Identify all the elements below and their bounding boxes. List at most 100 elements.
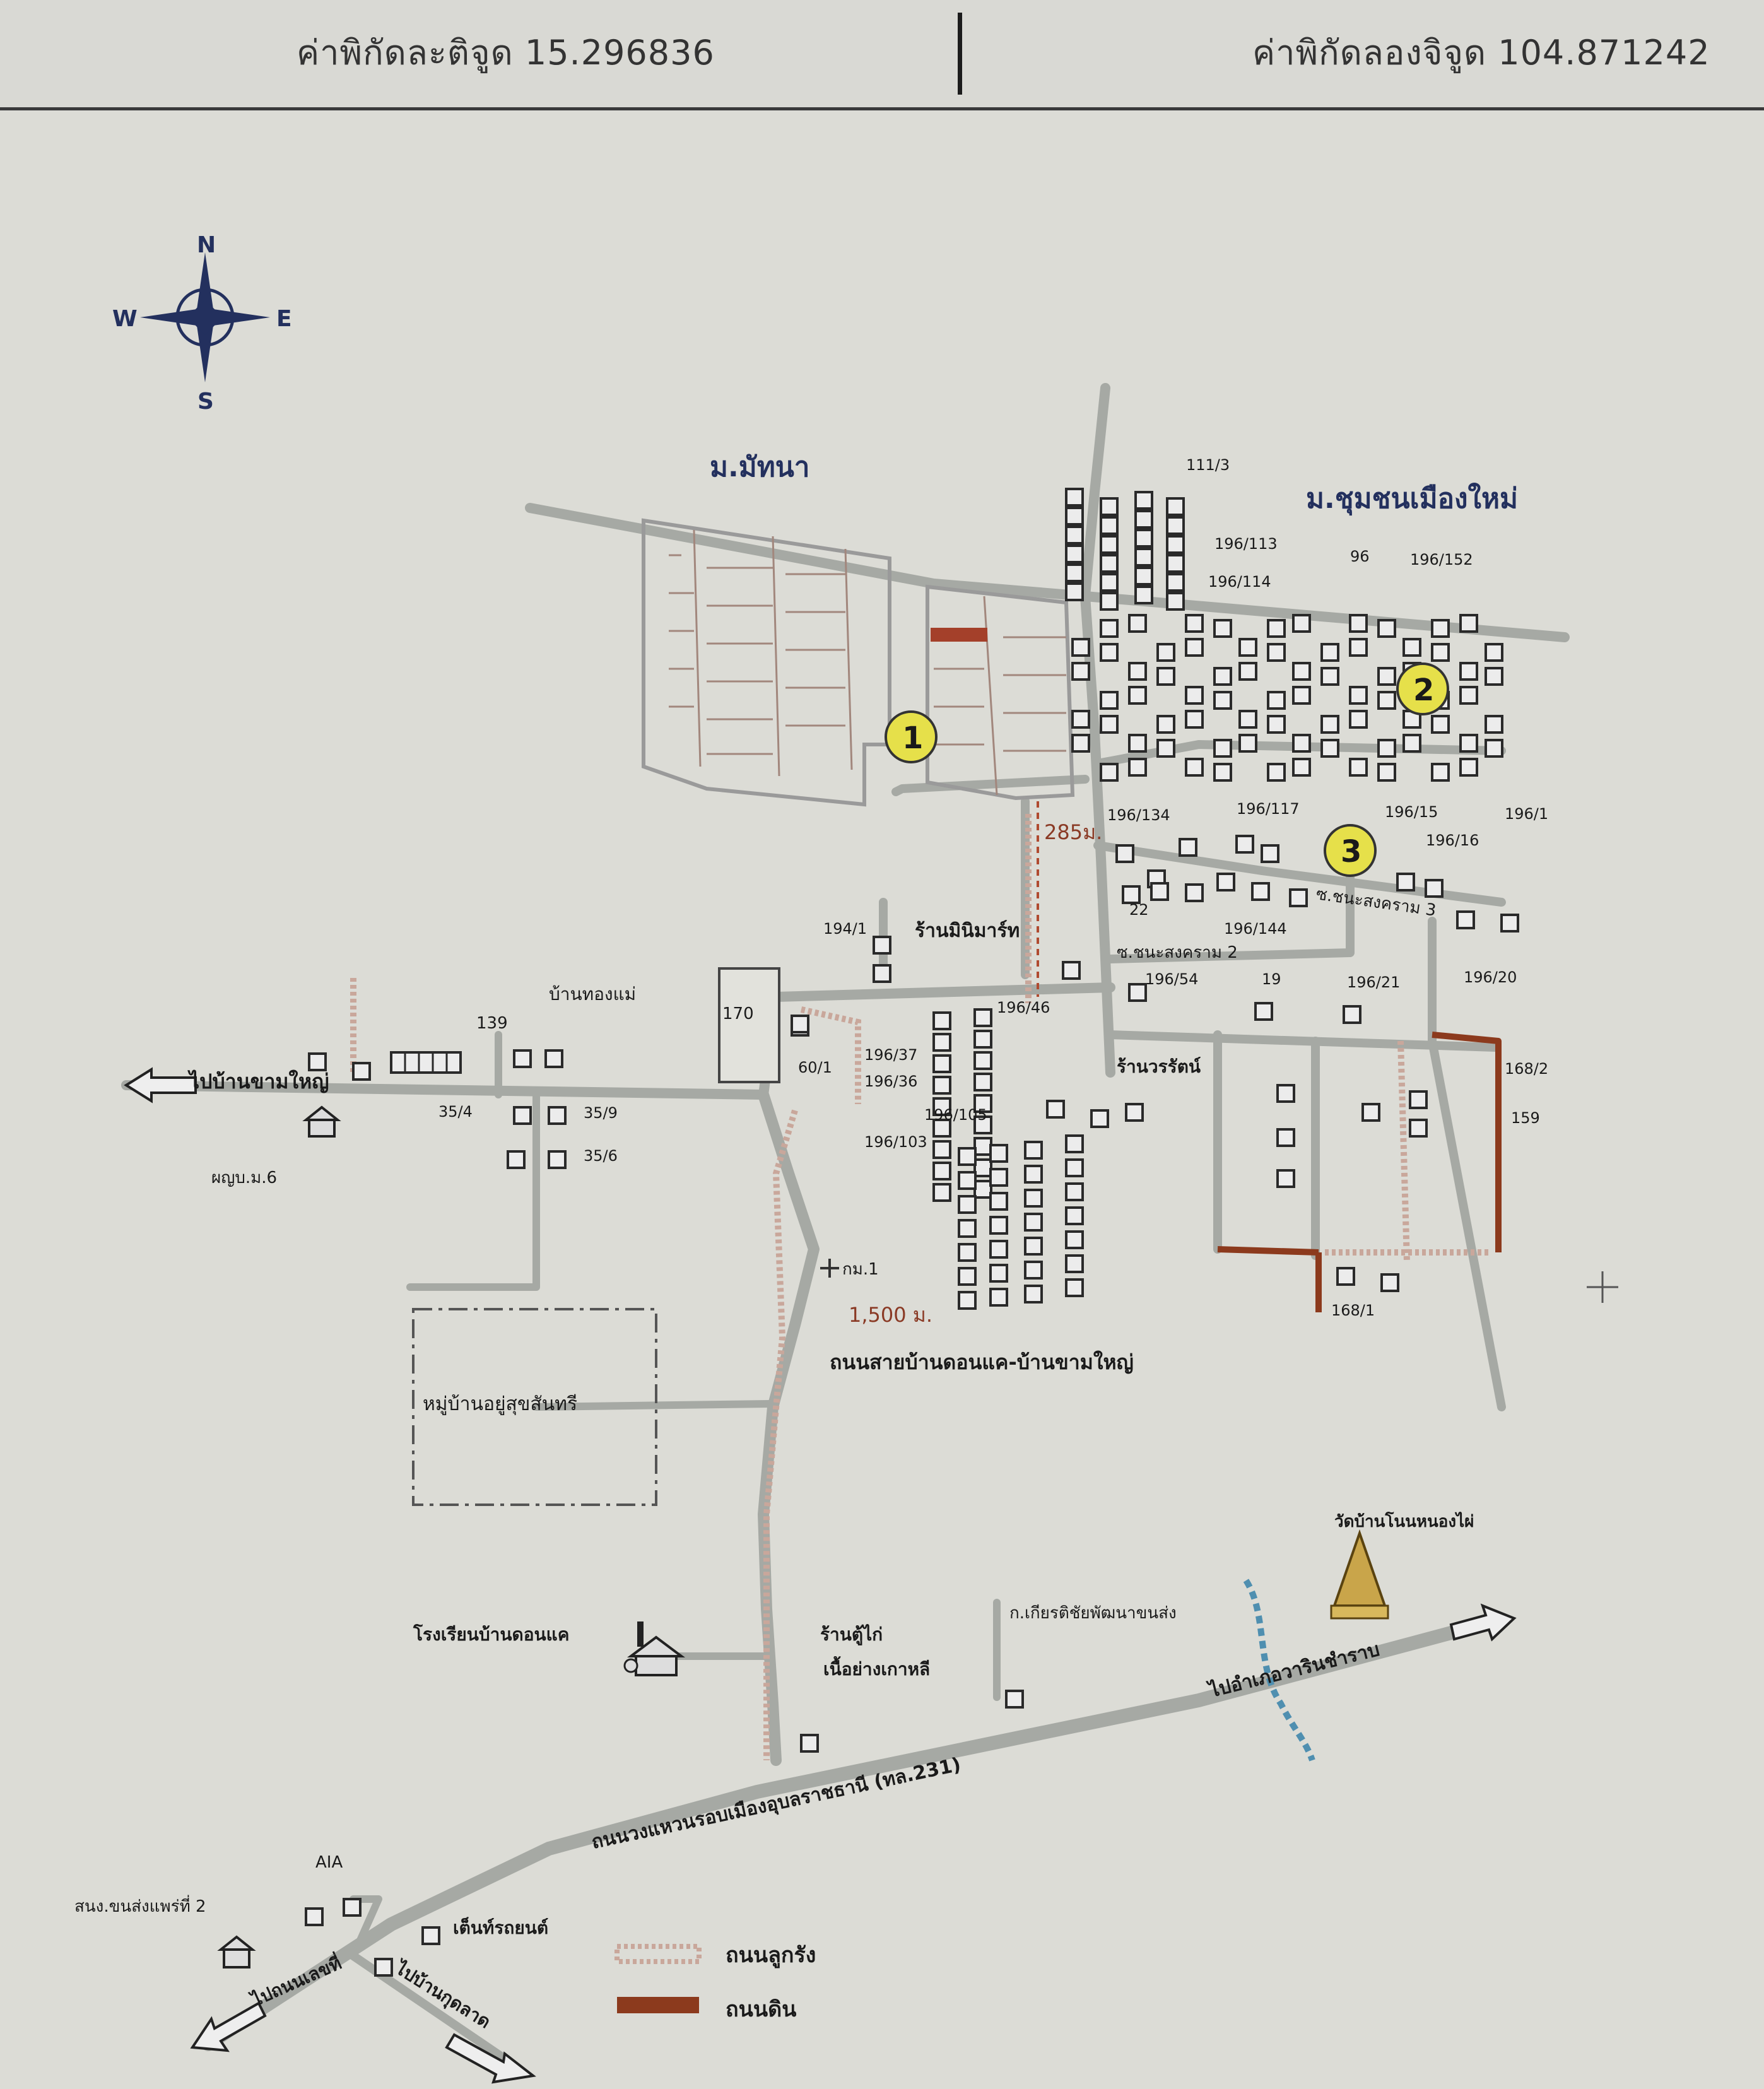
- house-icon: [1292, 686, 1311, 705]
- hn-196-37: 196/37: [864, 1046, 917, 1064]
- house-icon: [973, 1115, 992, 1134]
- house-icon: [1292, 662, 1311, 681]
- house-icon: [1380, 1273, 1399, 1292]
- house-icon: [1485, 715, 1503, 734]
- house-icon: [1065, 526, 1084, 544]
- hn-196-103: 196/103: [864, 1133, 927, 1151]
- house-icon: [1459, 662, 1478, 681]
- house-icon: [973, 1051, 992, 1070]
- house-icon: [958, 1267, 977, 1286]
- house-icon: [958, 1147, 977, 1166]
- plot-170: [718, 967, 780, 1083]
- house-icon: [513, 1106, 532, 1125]
- house-icon: [1150, 882, 1169, 901]
- house-icon: [1425, 879, 1444, 898]
- house-icon: [989, 1240, 1008, 1259]
- house-icon: [932, 1097, 951, 1116]
- house-icon: [1100, 535, 1119, 554]
- hn-196-46: 196/46: [997, 999, 1050, 1016]
- arrow-southeast-icon: [445, 2033, 536, 2084]
- health-center-icon: [302, 1105, 341, 1138]
- label-road-east: ไปอำเภอวารินชำราบ: [1205, 1638, 1382, 1703]
- legend: ถนนลูกรัง ถนนดิน: [614, 1943, 816, 2022]
- house-icon: [421, 1926, 440, 1945]
- house-icon: [305, 1907, 324, 1926]
- house-icon: [1166, 592, 1185, 611]
- house-icon: [1213, 691, 1232, 710]
- house-icon: [1024, 1141, 1043, 1160]
- house-icon: [1377, 739, 1396, 758]
- house-icon: [973, 1158, 992, 1177]
- house-icon: [1100, 619, 1119, 638]
- hn-196-36: 196/36: [864, 1073, 917, 1090]
- house-icon: [1024, 1165, 1043, 1184]
- house-icon: [1156, 715, 1175, 734]
- label-lane-1: ซ.ชนะสงคราม 2: [1117, 943, 1238, 962]
- hn-168-1: 168/1: [1331, 1302, 1375, 1319]
- house-icon: [1320, 715, 1339, 734]
- hn-196-152: 196/152: [1410, 551, 1473, 568]
- house-icon: [1485, 667, 1503, 686]
- house-icon: [1065, 563, 1084, 582]
- house-icon: [1267, 691, 1286, 710]
- legend-dirt-label: ถนนดิน: [726, 1997, 796, 2022]
- house-icon: [1122, 885, 1141, 904]
- hn-168-2: 168/2: [1505, 1060, 1548, 1078]
- house-icon: [1409, 1119, 1428, 1138]
- house-icon: [1128, 686, 1147, 705]
- house-icon: [1343, 1005, 1361, 1024]
- house-icon: [1065, 1278, 1084, 1297]
- house-icon: [1185, 686, 1204, 705]
- house-icon: [1213, 739, 1232, 758]
- house-icon: [1500, 914, 1519, 933]
- house-icon: [932, 1140, 951, 1159]
- house-icon: [1134, 586, 1153, 604]
- km1-marker-icon: [820, 1259, 839, 1278]
- house-icon: [1292, 614, 1311, 633]
- house-icon: [1005, 1690, 1024, 1709]
- compass-n: N: [197, 232, 216, 258]
- house-icon: [1185, 758, 1204, 777]
- house-icon: [1065, 1158, 1084, 1177]
- house-icon: [1156, 667, 1175, 686]
- label-farm-office: ก.เกียรติชัยพัฒนาขนส่ง: [1009, 1604, 1177, 1623]
- house-icon: [1485, 739, 1503, 758]
- house-icon: [973, 1094, 992, 1113]
- house-icon: [1377, 667, 1396, 686]
- hn-60-1: 60/1: [798, 1059, 832, 1076]
- house-icon: [548, 1150, 567, 1169]
- house-icon: [1100, 763, 1119, 782]
- hn-196-1x: 196/1: [1505, 805, 1548, 823]
- house-number-labels: 111/3 196/113 96 196/152 196/114 196/134…: [438, 456, 1548, 1319]
- marker-1: 1: [885, 710, 938, 763]
- house-icon: [1071, 638, 1090, 657]
- house-icon: [1459, 734, 1478, 753]
- house-icon: [1254, 1002, 1273, 1021]
- house-icon: [1267, 763, 1286, 782]
- house-icon: [1431, 715, 1450, 734]
- highlight-plot: [931, 628, 987, 642]
- house-icon: [1166, 554, 1185, 573]
- house-icon: [989, 1288, 1008, 1307]
- house-icon: [989, 1144, 1008, 1163]
- label-post-office: สนง.ขนส่งแพร่ที่ 2: [74, 1895, 206, 1916]
- house-icon: [1071, 734, 1090, 753]
- svg-text:3: 3: [1341, 834, 1361, 869]
- house-icon: [1349, 758, 1368, 777]
- house-icon: [1071, 662, 1090, 681]
- house-icon: [958, 1219, 977, 1238]
- post-office-icon: [217, 1935, 256, 1968]
- hn-35-4: 35/4: [438, 1103, 473, 1121]
- house-icon: [958, 1291, 977, 1310]
- house-icon: [1409, 1090, 1428, 1109]
- house-icon: [1349, 710, 1368, 729]
- house-icon: [973, 1180, 992, 1199]
- house-icon: [1134, 491, 1153, 510]
- label-highway: ถนนวงแหวนรอบเมืองอุบลราชธานี (ทล.231): [589, 1753, 963, 1854]
- house-icon: [932, 1076, 951, 1095]
- house-icon: [1166, 516, 1185, 535]
- crosshair-icon: [1587, 1271, 1618, 1303]
- hn-159: 159: [1511, 1109, 1540, 1127]
- village-tent-area: [412, 1308, 657, 1506]
- house-icon: [1100, 573, 1119, 592]
